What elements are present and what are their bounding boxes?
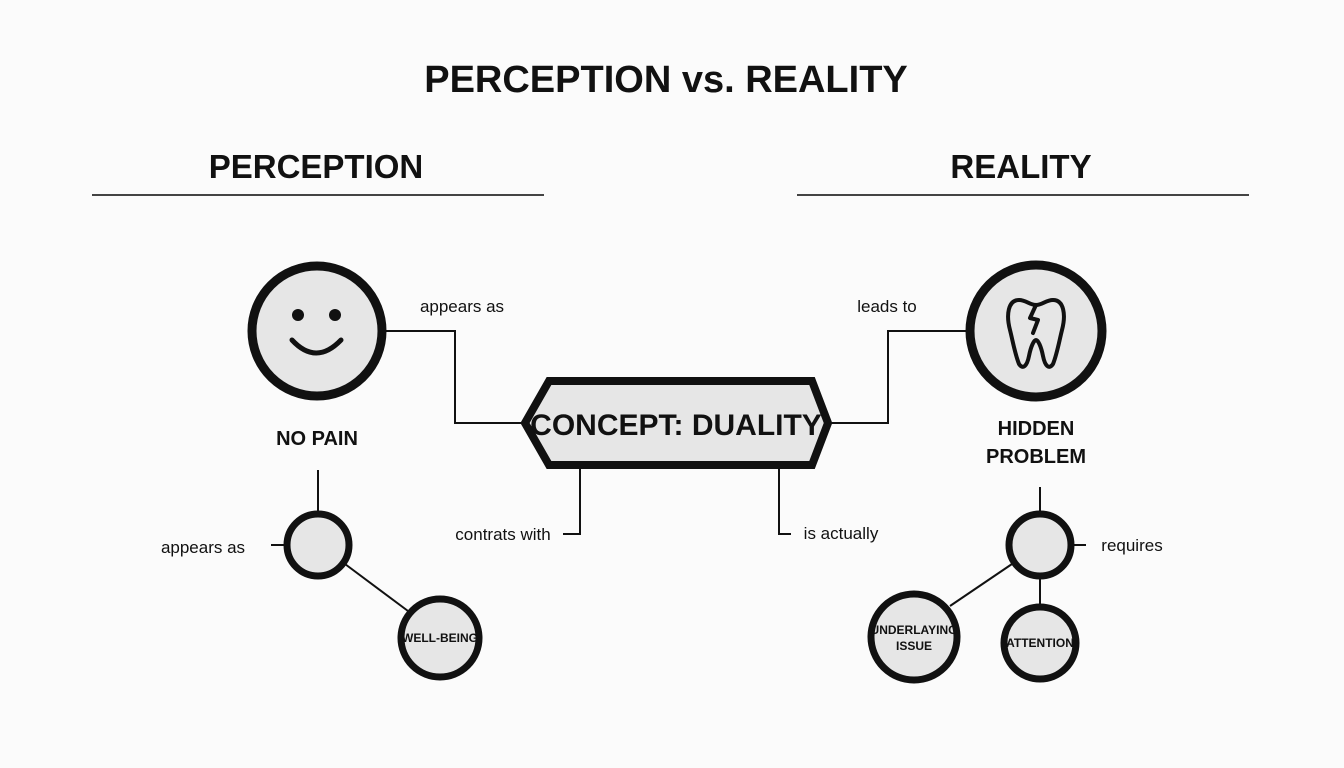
connectors [271,330,1086,612]
edge-label-requires: requires [1101,536,1162,555]
hidden-problem-node: HIDDEN PROBLEM [965,260,1107,468]
no-pain-label: NO PAIN [276,428,358,450]
hidden-problem-circle [965,260,1107,402]
center-concept-label: CONCEPT: DUALITY [530,409,822,442]
attention-node: ATTENTION [1000,603,1080,683]
hidden-problem-label-line1: HIDDEN [998,418,1075,440]
cracked-tooth-icon [1006,298,1066,369]
connector-is-actually [778,466,791,535]
perception-heading: PERCEPTION [209,148,424,185]
connector-contrasts-with [563,466,581,535]
attention-circle [1000,603,1080,683]
center-concept-node: CONCEPT: DUALITY [520,377,833,469]
underlying-issue-label-line2: ISSUE [896,639,932,653]
connector-center-to-hidden-problem [830,330,966,424]
edge-label-leads-to: leads to [857,297,917,316]
center-hexagon [520,377,833,469]
well-being-node: WELL-BEING [397,595,483,681]
diagram-title: PERCEPTION vs. REALITY [424,59,908,101]
reality-hub-node [1005,510,1075,580]
underlying-issue-circle [867,590,961,684]
perception-hub-node [283,510,353,580]
underlying-issue-label-line1: UNDERLAYING [871,623,958,637]
attention-label: ATTENTION [1006,636,1074,650]
smiley-face-icon [289,309,344,356]
well-being-label: WELL-BEING [402,631,478,645]
connector-hub-to-well-being [344,563,409,612]
no-pain-circle [247,261,387,401]
well-being-circle [397,595,483,681]
edge-label-is-actually: is actually [804,524,879,543]
connector-hub-to-underlying-issue [949,563,1013,607]
edge-label-contrasts-with: contrats with [455,525,550,544]
edge-label-appears-as-top: appears as [420,297,504,316]
connector-no-pain-to-center [385,330,525,424]
hidden-problem-label-line2: PROBLEM [986,446,1086,468]
edge-label-appears-as-bottom: appears as [161,538,245,557]
reality-heading: REALITY [950,148,1091,185]
underlying-issue-node: UNDERLAYING ISSUE [867,590,961,684]
no-pain-node: NO PAIN [247,261,387,450]
